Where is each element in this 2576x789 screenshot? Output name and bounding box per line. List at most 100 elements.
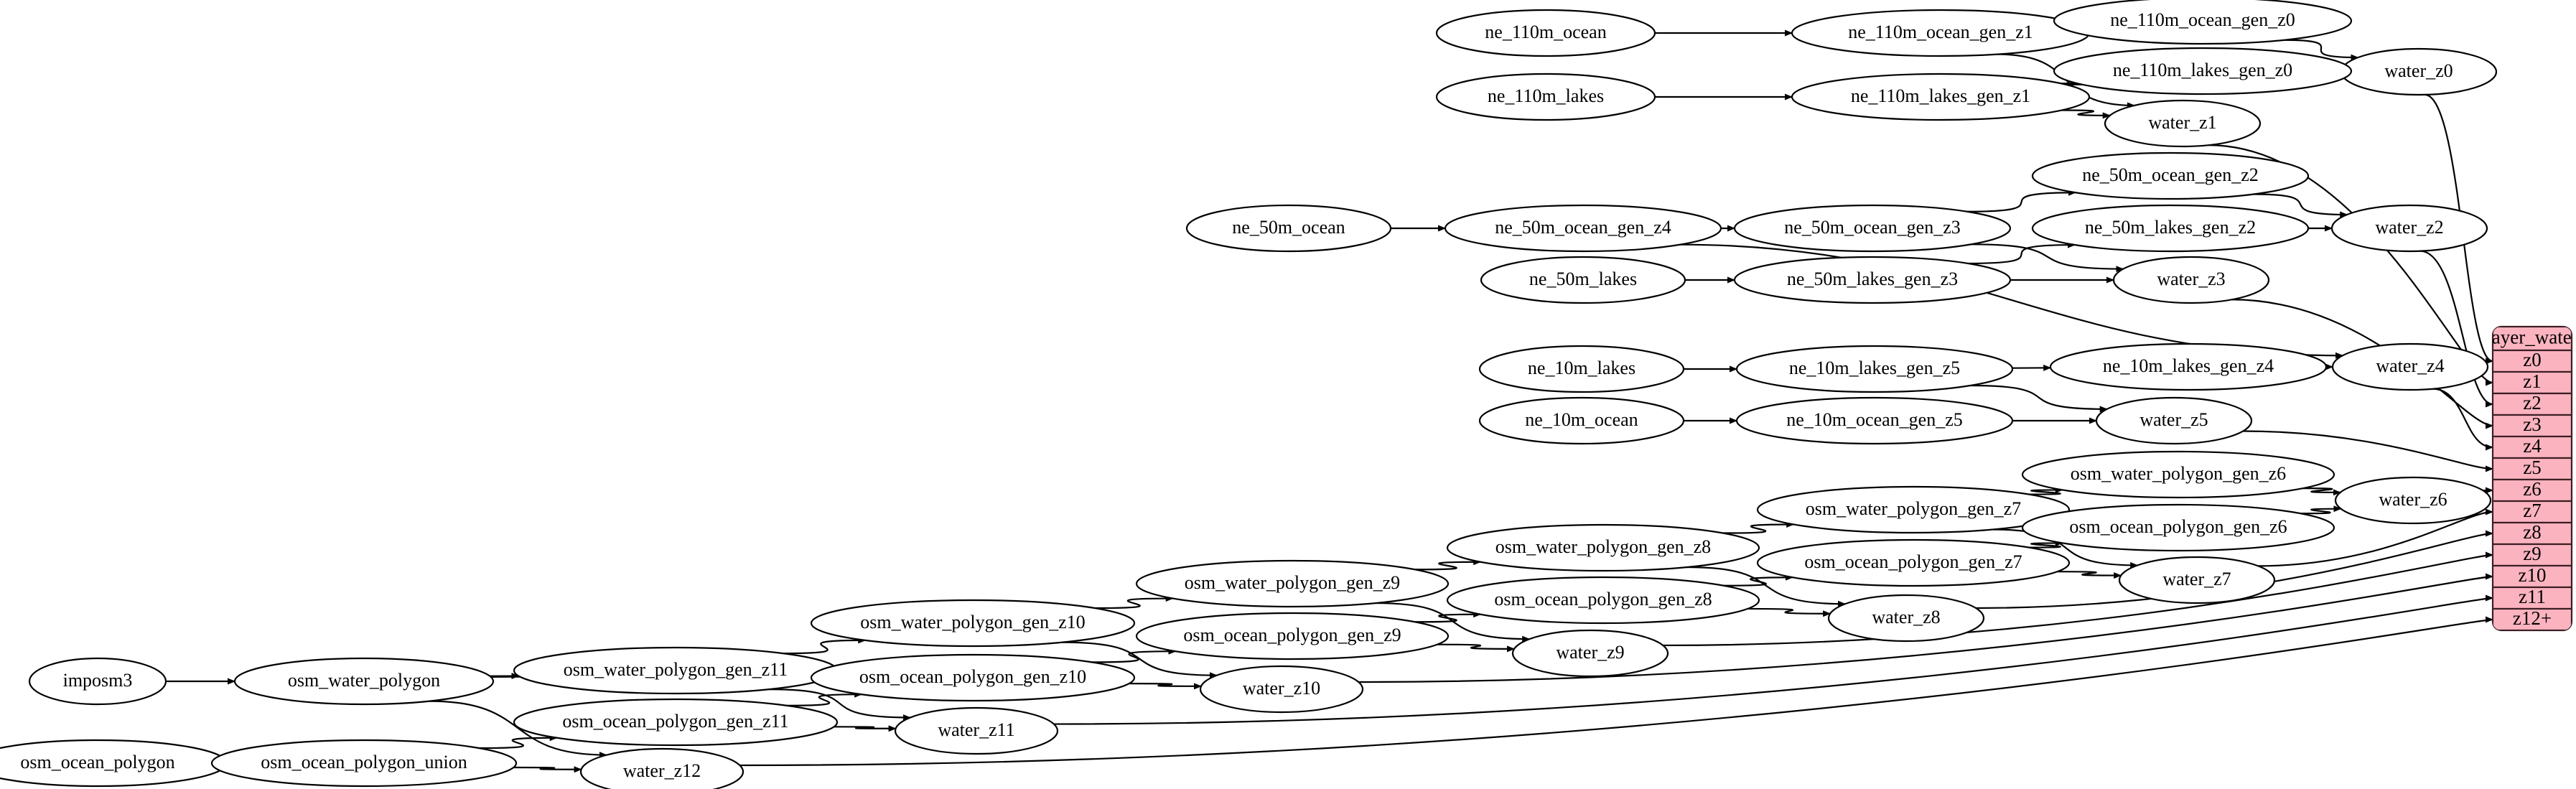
node-water_z5[interactable]: water_z5 (2095, 396, 2253, 445)
node-ne_10m_ocean[interactable]: ne_10m_ocean (1478, 396, 1685, 445)
svg-text:ne_110m_ocean_gen_z0: ne_110m_ocean_gen_z0 (2110, 9, 2295, 30)
node-ne_50m_ocean_gen_z2[interactable]: ne_50m_ocean_gen_z2 (2031, 151, 2310, 200)
edge-osm_water_polygon_gen_z10-to-osm_water_polygon_gen_z9 (1094, 595, 1174, 610)
node-osm_water_polygon_gen_z11[interactable]: osm_water_polygon_gen_z11 (513, 646, 839, 695)
svg-text:ne_110m_ocean_gen_z1: ne_110m_ocean_gen_z1 (1848, 22, 2033, 42)
node-osm_water_polygon[interactable]: osm_water_polygon (233, 657, 495, 706)
edge-osm_ocean_polygon_gen_z7-to-osm_ocean_polygon_gen_z6 (2029, 539, 2063, 548)
node-water_z2[interactable]: water_z2 (2330, 204, 2488, 253)
svg-text:ne_110m_lakes_gen_z0: ne_110m_lakes_gen_z0 (2113, 60, 2292, 80)
svg-text:z11: z11 (2519, 586, 2546, 607)
node-water_z9[interactable]: water_z9 (1511, 629, 1669, 678)
table-row-z3[interactable]: z3 (2493, 414, 2572, 438)
node-osm_ocean_polygon_gen_z6[interactable]: osm_ocean_polygon_gen_z6 (2021, 503, 2335, 552)
table-row-z5[interactable]: z5 (2493, 457, 2572, 481)
node-ne_10m_lakes_gen_z4[interactable]: ne_10m_lakes_gen_z4 (2049, 342, 2328, 391)
node-ne_10m_ocean_gen_z5[interactable]: ne_10m_ocean_gen_z5 (1735, 396, 2014, 445)
edge-osm_ocean_polygon_gen_z10-to-osm_ocean_polygon_gen_z9 (1091, 648, 1177, 663)
node-water_z8[interactable]: water_z8 (1827, 594, 1985, 643)
node-osm_ocean_polygon_gen_z11[interactable]: osm_ocean_polygon_gen_z11 (513, 698, 839, 747)
node-ne_110m_ocean_gen_z0[interactable]: ne_110m_ocean_gen_z0 (2053, 0, 2353, 45)
node-osm_ocean_polygon_gen_z9[interactable]: osm_ocean_polygon_gen_z9 (1135, 612, 1450, 660)
svg-text:ne_10m_lakes_gen_z4: ne_10m_lakes_gen_z4 (2103, 355, 2274, 376)
svg-text:water_z10: water_z10 (1243, 678, 1320, 699)
node-ne_50m_ocean_gen_z4[interactable]: ne_50m_ocean_gen_z4 (1444, 204, 1722, 253)
node-ne_50m_ocean[interactable]: ne_50m_ocean (1185, 204, 1392, 253)
node-osm_water_polygon_gen_z10[interactable]: osm_water_polygon_gen_z10 (810, 599, 1136, 648)
edge-osm_ocean_polygon_gen_z6-to-water_z6 (2300, 505, 2342, 515)
edge-osm_ocean_polygon_gen_z9-to-water_z9 (1437, 643, 1515, 653)
table-row-z11[interactable]: z11 (2493, 586, 2572, 610)
svg-text:osm_ocean_polygon_gen_z8: osm_ocean_polygon_gen_z8 (1494, 589, 1712, 610)
edge-ne_50m_ocean_gen_z3-to-ne_50m_ocean_gen_z2 (1967, 189, 2076, 213)
node-water_z7[interactable]: water_z7 (2118, 556, 2276, 604)
node-ne_50m_lakes_gen_z3[interactable]: ne_50m_lakes_gen_z3 (1733, 256, 2012, 304)
svg-text:z4: z4 (2523, 435, 2542, 457)
node-osm_water_polygon_gen_z6[interactable]: osm_water_polygon_gen_z6 (2021, 450, 2335, 499)
node-osm_water_polygon_gen_z9[interactable]: osm_water_polygon_gen_z9 (1135, 559, 1450, 608)
svg-text:layer_water: layer_water (2486, 327, 2576, 348)
edge-osm_water_polygon_gen_z10-to-water_z10 (1062, 641, 1218, 679)
table-row-z12plus[interactable]: z12+ (2493, 607, 2572, 630)
table-row-z7[interactable]: z7 (2493, 500, 2572, 524)
node-ne_50m_lakes[interactable]: ne_50m_lakes (1480, 256, 1686, 304)
svg-text:ne_50m_ocean_gen_z2: ne_50m_ocean_gen_z2 (2082, 164, 2258, 185)
edge-osm_water_polygon_gen_z6-to-water_z6 (2302, 487, 2341, 496)
edge-osm_ocean_polygon_gen_z8-to-water_z8 (1747, 607, 1831, 617)
node-ne_50m_ocean_gen_z3[interactable]: ne_50m_ocean_gen_z3 (1733, 204, 2012, 253)
table-row-z0[interactable]: z0 (2493, 349, 2572, 373)
svg-text:water_z7: water_z7 (2162, 569, 2231, 589)
edge-osm_water_polygon_gen_z7-to-osm_water_polygon_gen_z6 (2029, 486, 2063, 495)
node-osm_ocean_polygon[interactable]: osm_ocean_polygon (0, 739, 228, 788)
table-row-z6[interactable]: z6 (2493, 478, 2572, 503)
node-ne_50m_lakes_gen_z2[interactable]: ne_50m_lakes_gen_z2 (2031, 204, 2310, 253)
node-ne_110m_lakes_gen_z1[interactable]: ne_110m_lakes_gen_z1 (1791, 73, 2091, 121)
node-water_z10[interactable]: water_z10 (1199, 665, 1364, 714)
svg-text:water_z0: water_z0 (2384, 60, 2453, 81)
node-water_z12[interactable]: water_z12 (579, 747, 745, 789)
edge-osm_ocean_polygon_gen_z11-to-water_z11 (834, 725, 897, 732)
table-row-z4[interactable]: z4 (2493, 435, 2572, 459)
svg-text:ne_110m_lakes_gen_z1: ne_110m_lakes_gen_z1 (1851, 85, 2030, 106)
edge-osm_ocean_polygon_gen_z8-to-osm_ocean_polygon_gen_z7 (1724, 574, 1793, 587)
node-osm_ocean_polygon_gen_z7[interactable]: osm_ocean_polygon_gen_z7 (1756, 538, 2071, 587)
svg-text:z3: z3 (2523, 414, 2541, 435)
node-imposm3[interactable]: imposm3 (28, 657, 167, 706)
table-row-z1[interactable]: z1 (2493, 370, 2572, 395)
node-osm_ocean_polygon_union[interactable]: osm_ocean_polygon_union (210, 739, 518, 788)
table-row-z2[interactable]: z2 (2493, 392, 2572, 416)
node-ne_110m_ocean_gen_z1[interactable]: ne_110m_ocean_gen_z1 (1791, 9, 2091, 57)
node-ne_10m_lakes_gen_z5[interactable]: ne_10m_lakes_gen_z5 (1735, 345, 2014, 393)
edge-ne_110m_ocean_gen_z0-to-water_z0 (2284, 39, 2359, 61)
svg-text:ne_50m_lakes_gen_z3: ne_50m_lakes_gen_z3 (1787, 269, 1958, 289)
edge-osm_water_polygon_gen_z11-to-osm_water_polygon_gen_z10 (783, 637, 867, 655)
node-ne_110m_ocean[interactable]: ne_110m_ocean (1435, 9, 1656, 57)
edge-water_z5-to-layer_water-z5 (2243, 430, 2493, 472)
edge-ne_50m_ocean_gen_z2-to-water_z2 (2254, 193, 2348, 218)
node-osm_water_polygon_gen_z7[interactable]: osm_water_polygon_gen_z7 (1756, 485, 2071, 534)
node-water_z4[interactable]: water_z4 (2331, 342, 2489, 391)
svg-text:water_z3: water_z3 (2157, 269, 2225, 289)
svg-text:ne_110m_ocean: ne_110m_ocean (1485, 22, 1606, 42)
svg-text:ne_50m_lakes_gen_z2: ne_50m_lakes_gen_z2 (2085, 217, 2256, 238)
node-osm_ocean_polygon_gen_z10[interactable]: osm_ocean_polygon_gen_z10 (810, 653, 1136, 702)
table-row-z10[interactable]: z10 (2493, 564, 2572, 589)
node-water_z1[interactable]: water_z1 (2104, 99, 2262, 148)
layer-water-table[interactable]: layer_waterz0z1z2z3z4z5z6z7z8z9z10z11z12… (2486, 325, 2576, 632)
svg-text:z1: z1 (2523, 370, 2541, 392)
node-osm_water_polygon_gen_z8[interactable]: osm_water_polygon_gen_z8 (1446, 523, 1760, 572)
svg-text:z12+: z12+ (2513, 607, 2552, 629)
node-water_z11[interactable]: water_z11 (894, 706, 1059, 755)
node-ne_10m_lakes[interactable]: ne_10m_lakes (1478, 345, 1685, 393)
node-ne_110m_lakes[interactable]: ne_110m_lakes (1435, 73, 1656, 121)
node-water_z6[interactable]: water_z6 (2334, 476, 2492, 525)
table-row-z9[interactable]: z9 (2493, 543, 2572, 567)
node-osm_ocean_polygon_gen_z8[interactable]: osm_ocean_polygon_gen_z8 (1446, 576, 1760, 625)
node-ne_110m_lakes_gen_z0[interactable]: ne_110m_lakes_gen_z0 (2053, 47, 2353, 95)
edge-ne_10m_lakes_gen_z5-to-water_z5 (1970, 384, 2108, 413)
node-water_z0[interactable]: water_z0 (2340, 47, 2498, 96)
edge-ne_110m_lakes_gen_z1-to-water_z1 (2061, 109, 2111, 119)
table-row-z8[interactable]: z8 (2493, 521, 2572, 546)
node-water_z3[interactable]: water_z3 (2112, 256, 2270, 304)
